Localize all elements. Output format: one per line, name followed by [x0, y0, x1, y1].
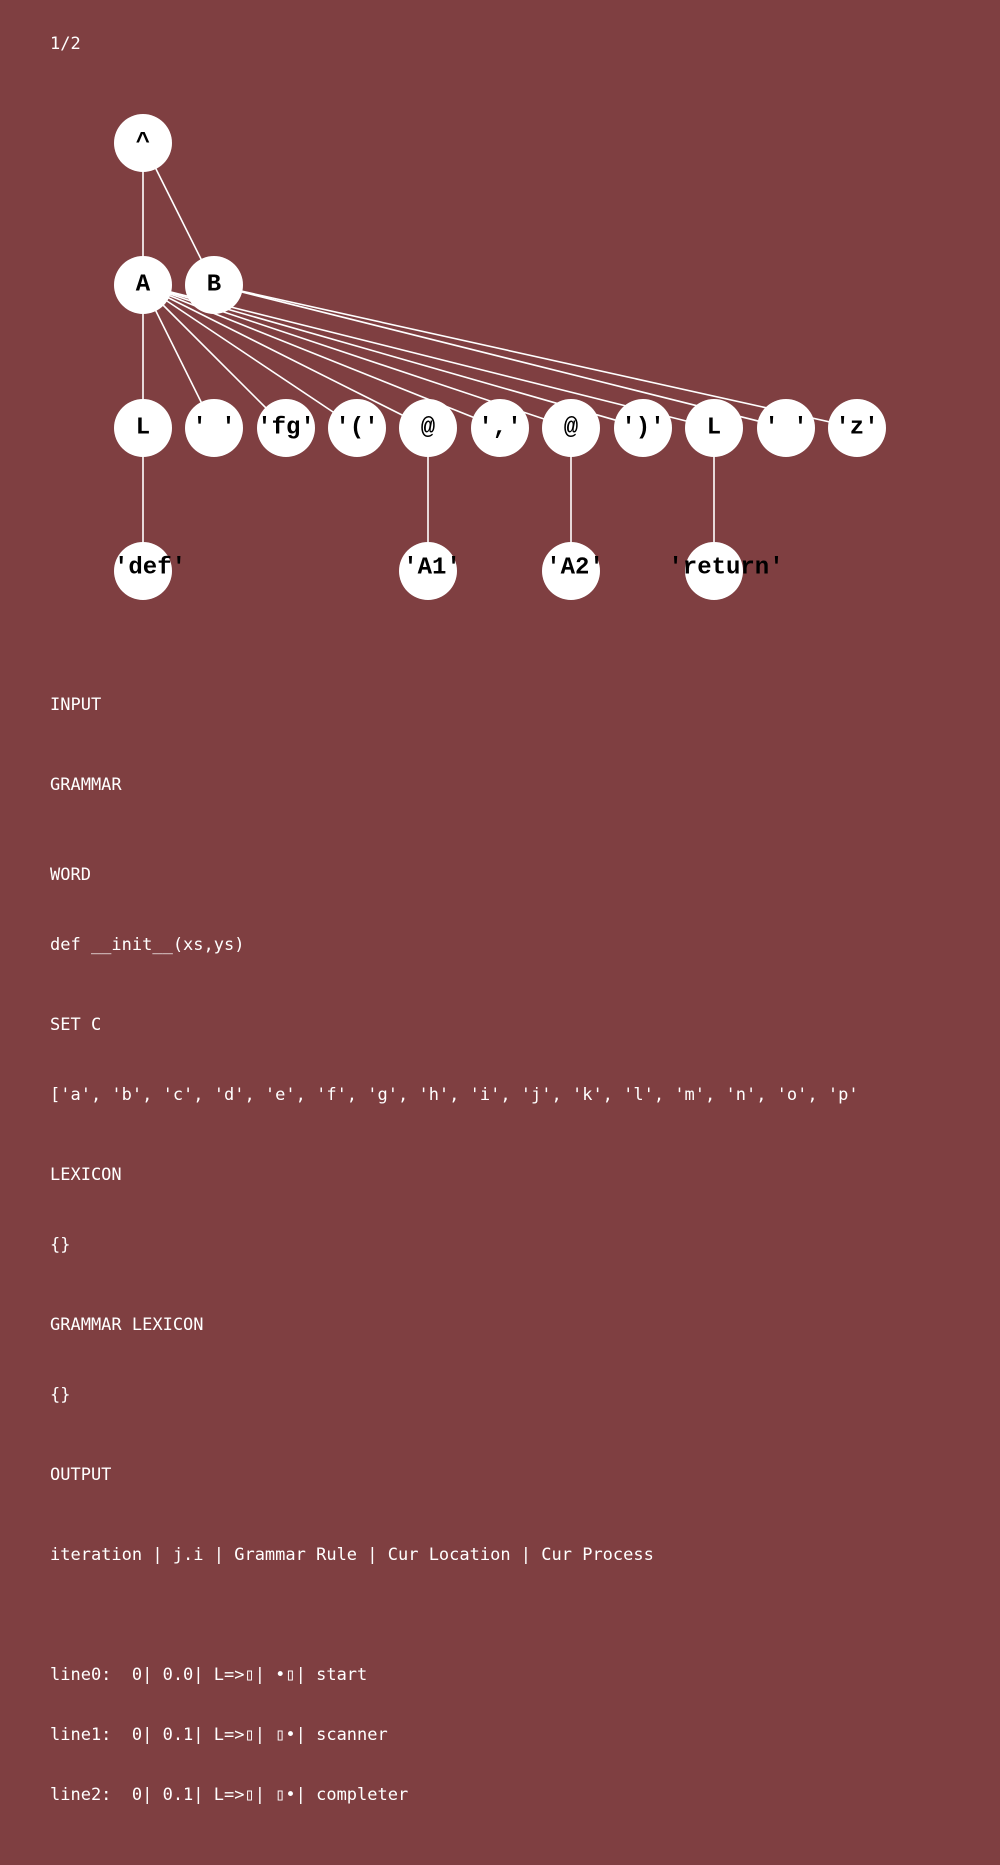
- node-label-A1: 'A1': [403, 555, 461, 582]
- tree-node-z: 'z': [828, 399, 886, 457]
- node-label-A2: 'A2': [546, 555, 604, 582]
- tree-node-A1: 'A1': [399, 542, 461, 600]
- edge-A-fg: [142, 284, 287, 429]
- node-label-at2: @: [564, 415, 578, 442]
- input-heading: INPUT: [50, 695, 102, 715]
- trace-line: line1: 0| 0.1| L=>▯| ▯•| scanner: [50, 1725, 388, 1745]
- node-label-sp2: ' ': [764, 415, 807, 442]
- lexicon-value: {}: [50, 1235, 71, 1255]
- node-label-L1: L: [136, 415, 150, 442]
- node-label-lparen: '(': [335, 415, 378, 442]
- word-heading: WORD: [50, 865, 91, 885]
- tree-node-rparen: ')': [614, 399, 672, 457]
- grammar-heading: GRAMMAR: [50, 775, 122, 795]
- node-label-comma: ',': [478, 415, 521, 442]
- edge-A-L2: [142, 284, 715, 429]
- edge-A-lparen: [142, 284, 358, 429]
- node-label-return: 'return': [668, 555, 783, 582]
- output-trace: line0: 0| 0.0| L=>▯| •▯| start line1: 0|…: [50, 1625, 1000, 1845]
- node-label-def: 'def': [114, 555, 186, 582]
- output-table-header: iteration | j.i | Grammar Rule | Cur Loc…: [50, 1545, 654, 1565]
- set-c-value: ['a', 'b', 'c', 'd', 'e', 'f', 'g', 'h',…: [50, 1085, 859, 1105]
- tree-node-fg: 'fg': [257, 399, 315, 457]
- page-indicator: 1/2: [50, 34, 81, 54]
- tree-node-comma: ',': [471, 399, 529, 457]
- tree-node-def: 'def': [114, 542, 186, 600]
- node-label-L2: L: [707, 415, 721, 442]
- tree-node-sp1: ' ': [185, 399, 243, 457]
- tree-node-at2: @: [542, 399, 600, 457]
- grammar-lexicon-value: {}: [50, 1385, 71, 1405]
- set-c-heading: SET C: [50, 1015, 102, 1035]
- tree-node-root: ^: [114, 114, 172, 172]
- edge-A-at1: [142, 284, 429, 429]
- tree-edges: [142, 142, 858, 571]
- node-label-rparen: ')': [621, 415, 664, 442]
- tree-node-lparen: '(': [328, 399, 386, 457]
- node-label-fg: 'fg': [257, 415, 315, 442]
- trace-line: line0: 0| 0.0| L=>▯| •▯| start: [50, 1665, 368, 1685]
- edge-B-sp2: [213, 284, 787, 429]
- node-label-A: A: [136, 272, 151, 299]
- tree-node-L2: L: [685, 399, 743, 457]
- info-panel: INPUT GRAMMAR WORD def __init__(xs,ys) S…: [50, 655, 1000, 1865]
- tree-node-L1: L: [114, 399, 172, 457]
- tree-node-at1: @: [399, 399, 457, 457]
- node-label-z: 'z': [835, 415, 878, 442]
- word-value: def __init__(xs,ys): [50, 935, 245, 955]
- node-label-root: ^: [136, 130, 150, 157]
- parse-tree: ^ A B L ' ' 'fg' '(' @ ',' @ ')' L: [114, 114, 886, 600]
- lexicon-heading: LEXICON: [50, 1165, 122, 1185]
- output-heading: OUTPUT: [50, 1465, 112, 1485]
- trace-line: line2: 0| 0.1| L=>▯| ▯•| completer: [50, 1785, 409, 1805]
- tree-node-B: B: [185, 256, 243, 314]
- node-label-B: B: [207, 272, 221, 299]
- tree-node-return: 'return': [668, 542, 784, 600]
- tree-node-A: A: [114, 256, 172, 314]
- tree-node-sp2: ' ': [757, 399, 815, 457]
- node-label-sp1: ' ': [192, 415, 235, 442]
- edge-B-z: [213, 284, 858, 429]
- grammar-lexicon-heading: GRAMMAR LEXICON: [50, 1315, 204, 1335]
- tree-node-A2: 'A2': [542, 542, 604, 600]
- node-label-at1: @: [421, 415, 435, 442]
